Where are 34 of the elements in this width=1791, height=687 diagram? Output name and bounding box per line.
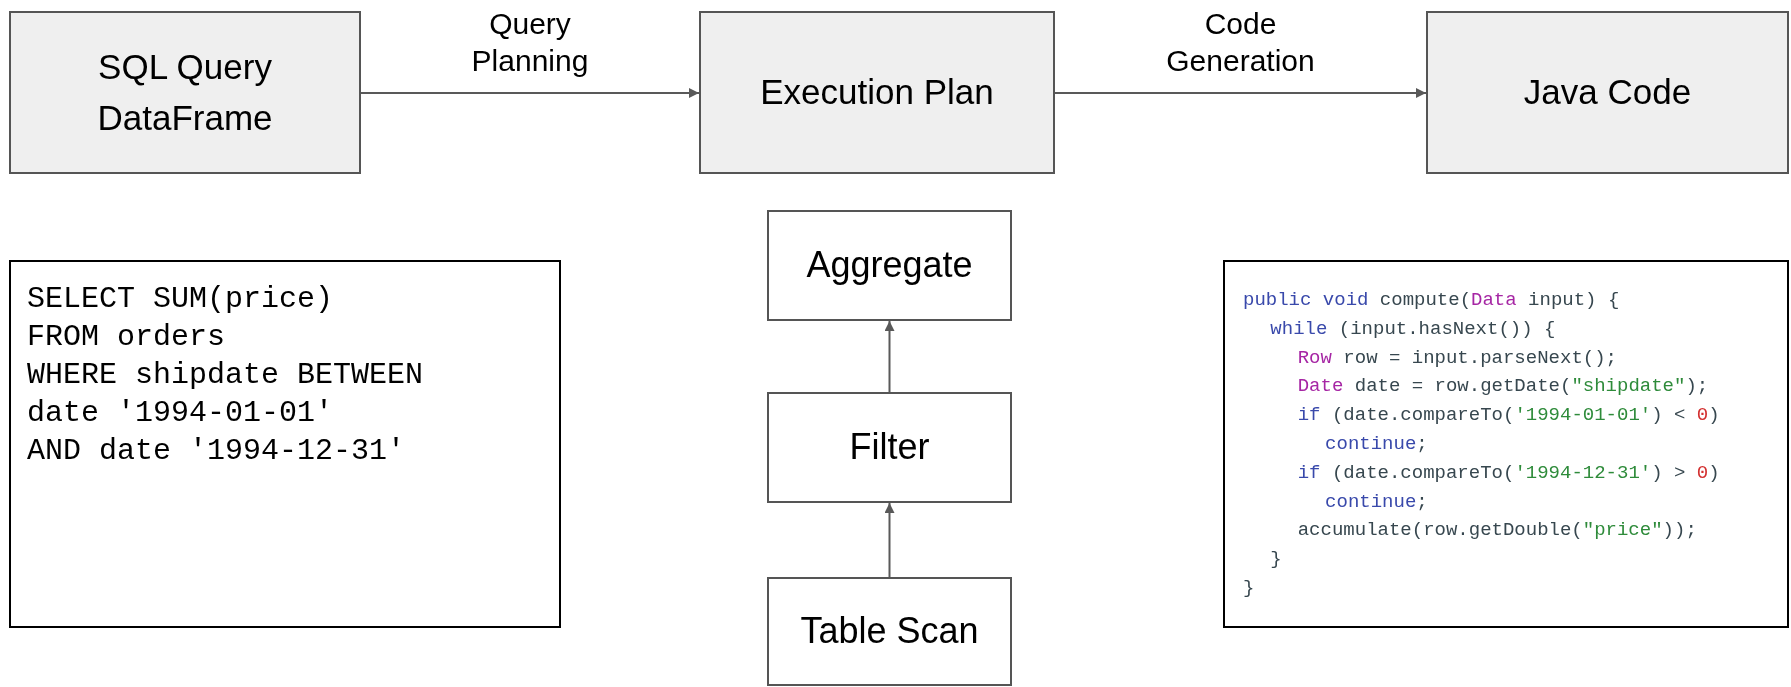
arrow: [360, 88, 700, 98]
box-label: SQL Query DataFrame: [96, 45, 274, 139]
code-line: AND date '1994-12-31': [27, 433, 406, 470]
box-label: Table Scan: [800, 609, 979, 654]
code-line: accumulate(row.getDouble("price"));: [1296, 518, 1697, 544]
code-line: public void compute(Data input) {: [1243, 288, 1620, 313]
query-text-box: [9, 260, 561, 628]
code-line: }: [1269, 547, 1282, 573]
operator-box: [767, 392, 1012, 503]
box-label: Execution Plan: [760, 71, 994, 114]
arrow: [1054, 88, 1427, 98]
operator-box: [767, 577, 1012, 686]
process-box: [699, 11, 1055, 174]
code-box: [1223, 260, 1789, 628]
code-line: Date date = row.getDate("shipdate");: [1296, 374, 1709, 400]
process-box: [1426, 11, 1789, 174]
code-line: Row row = input.parseNext();: [1296, 345, 1617, 371]
box-label: Filter: [849, 425, 930, 470]
code-line: continue;: [1324, 432, 1428, 457]
arrow: [884, 502, 895, 578]
box-label: Aggregate: [806, 243, 973, 288]
code-line: continue;: [1324, 489, 1428, 515]
box-label: Java Code: [1523, 71, 1692, 114]
code-line: if (date.compareTo('1994-12-31') > 0): [1296, 460, 1720, 486]
code-line: WHERE shipdate BETWEEN: [27, 357, 424, 394]
process-box: [9, 11, 361, 174]
code-line: }: [1243, 575, 1255, 601]
code-line: if (date.compareTo('1994-01-01') < 0): [1296, 403, 1720, 429]
arrow: [884, 320, 895, 393]
code-line: date '1994-01-01': [27, 395, 334, 432]
code-line: FROM orders: [27, 319, 226, 356]
code-line: SELECT SUM(price): [27, 281, 334, 318]
operator-box: [767, 210, 1012, 321]
code-line: while (input.hasNext()) {: [1269, 316, 1556, 342]
